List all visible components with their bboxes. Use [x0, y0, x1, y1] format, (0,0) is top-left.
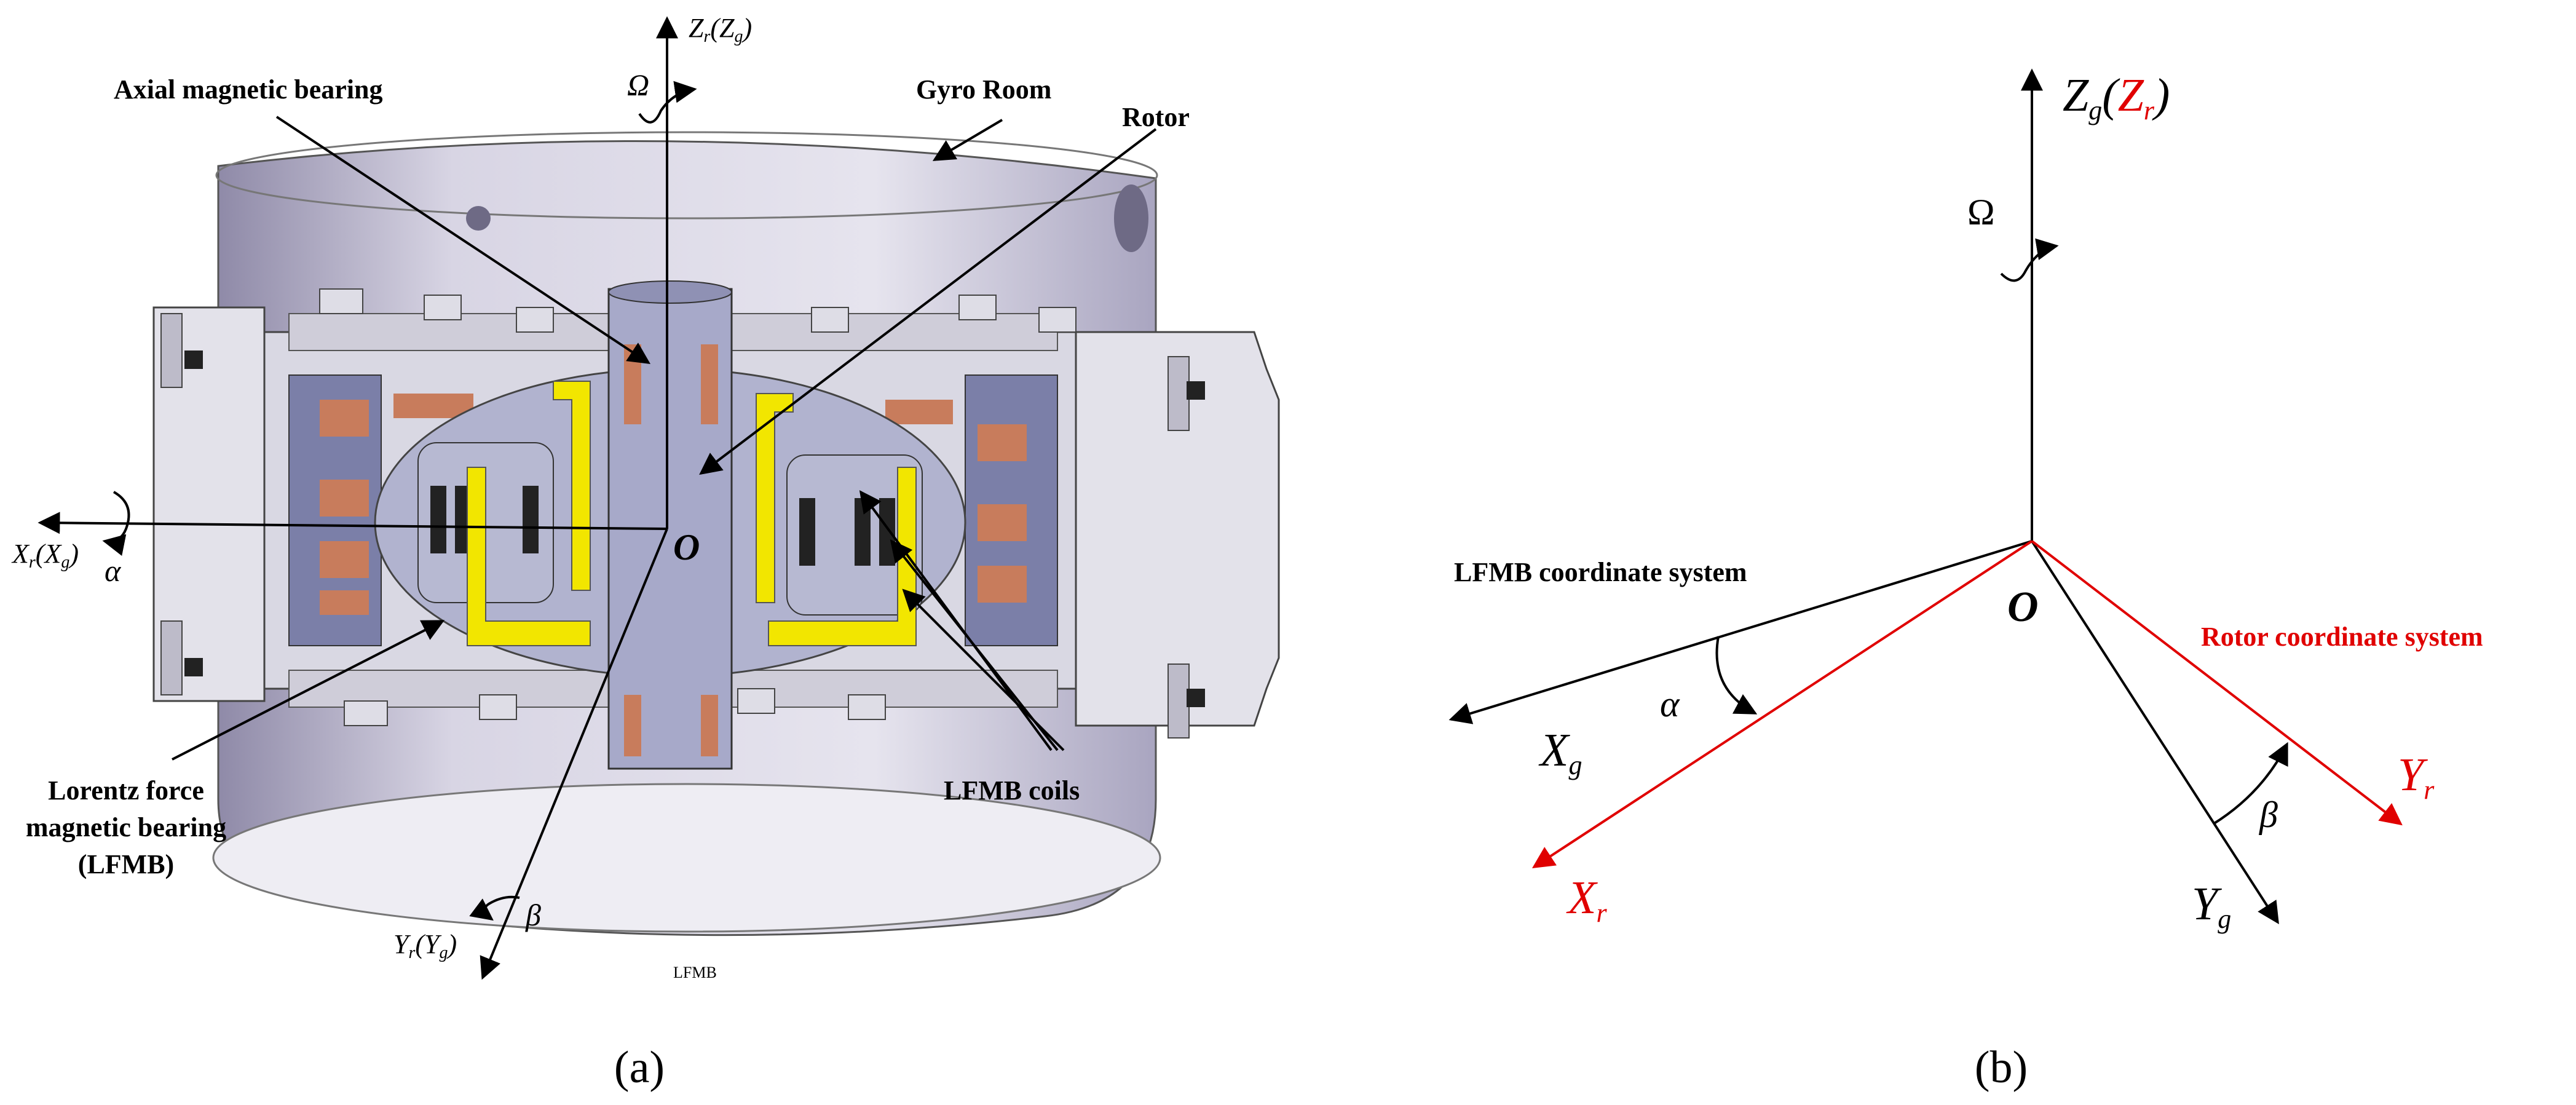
omega-label-a: Ω: [627, 68, 649, 102]
beta-label-b: β: [2259, 794, 2278, 835]
alpha-label-a: α: [105, 553, 122, 588]
panel-b-axes: [1448, 68, 2403, 925]
lfmb-yellow-parts: [467, 381, 917, 646]
left-bolt-bottom: [160, 620, 183, 695]
shaft-coil-top-r: [701, 344, 718, 424]
panel-a-axes: [38, 16, 697, 980]
axis-label-xg: Xg: [1538, 724, 1582, 780]
yr-axis: [480, 528, 668, 980]
shaft-coil-bot-r: [701, 695, 718, 756]
omega-rotation-arrow-a: [638, 81, 697, 124]
xr-axis: [38, 512, 668, 534]
yg-axis: [2031, 540, 2279, 925]
right-bolt-bottom: [1167, 663, 1190, 739]
xg-axis: [1448, 540, 2033, 724]
right-slot-top: [1187, 381, 1205, 400]
housing-bottom-rim: [212, 783, 1161, 933]
alpha-label-b: α: [1660, 684, 1680, 724]
rotor-shaft-top: [608, 280, 732, 304]
top-fittings: [319, 288, 1077, 726]
beta-arc-b: [2212, 742, 2288, 825]
alpha-rotation-arrow-a: [102, 491, 130, 556]
label-lorentz-force-line3: (LFMB): [78, 849, 174, 879]
xr-axis-b: [1531, 540, 2033, 868]
caption-a: (a): [614, 1042, 665, 1093]
housing-top-rim: [215, 131, 1158, 220]
right-slot-bottom: [1187, 689, 1205, 707]
left-slot-bottom: [184, 658, 203, 676]
housing-hole-left: [466, 206, 491, 231]
caption-b: (b): [1975, 1042, 2028, 1093]
panel-a-drawing: [152, 131, 1280, 937]
axis-label-yr: Yr: [2398, 749, 2435, 805]
origin-label-b: O: [2007, 584, 2039, 631]
beta-rotation-arrow-a: [469, 895, 520, 921]
label-lfmb-small: LFMB: [673, 964, 717, 981]
label-gyro-room: Gyro Room: [916, 74, 1051, 105]
alpha-arc-b: [1715, 636, 1758, 715]
beta-label-a: β: [525, 898, 541, 932]
right-bolt-top: [1167, 356, 1190, 431]
left-slot-top: [184, 351, 203, 369]
yr-axis-b: [2031, 540, 2403, 826]
omega-rotation-arrow-b: [2000, 238, 2059, 282]
axis-label-zg-zr: Zg(Zr): [2063, 69, 2170, 125]
label-rotor-coordinate-system: Rotor coordinate system: [2201, 622, 2483, 652]
axis-label-xr: Xr: [1566, 872, 1607, 928]
label-axial-magnetic-bearing: Axial magnetic bearing: [114, 74, 383, 105]
housing-hole-right: [1114, 184, 1148, 252]
shaft-coil-bot-l: [624, 695, 641, 756]
label-lorentz-force-line2: magnetic bearing: [26, 812, 226, 842]
label-lorentz-force-line1: Lorentz force: [48, 775, 204, 806]
label-lfmb-coils: LFMB coils: [944, 775, 1080, 806]
label-rotor: Rotor: [1122, 102, 1190, 132]
left-bolt-top: [160, 313, 183, 388]
axis-label-zr-zg: Zr(Zg): [689, 13, 752, 46]
origin-label-a: O: [673, 527, 700, 568]
right-flange: [1075, 331, 1280, 727]
panel-a-leaders: [172, 116, 1157, 761]
omega-label-b: Ω: [1967, 192, 1995, 232]
axis-label-yg: Yg: [2192, 878, 2231, 934]
axis-label-xr-xg: Xr(Xg): [11, 539, 79, 572]
axis-label-yr-yg: Yr(Yg): [393, 929, 457, 962]
label-lfmb-coordinate-system: LFMB coordinate system: [1454, 557, 1747, 587]
